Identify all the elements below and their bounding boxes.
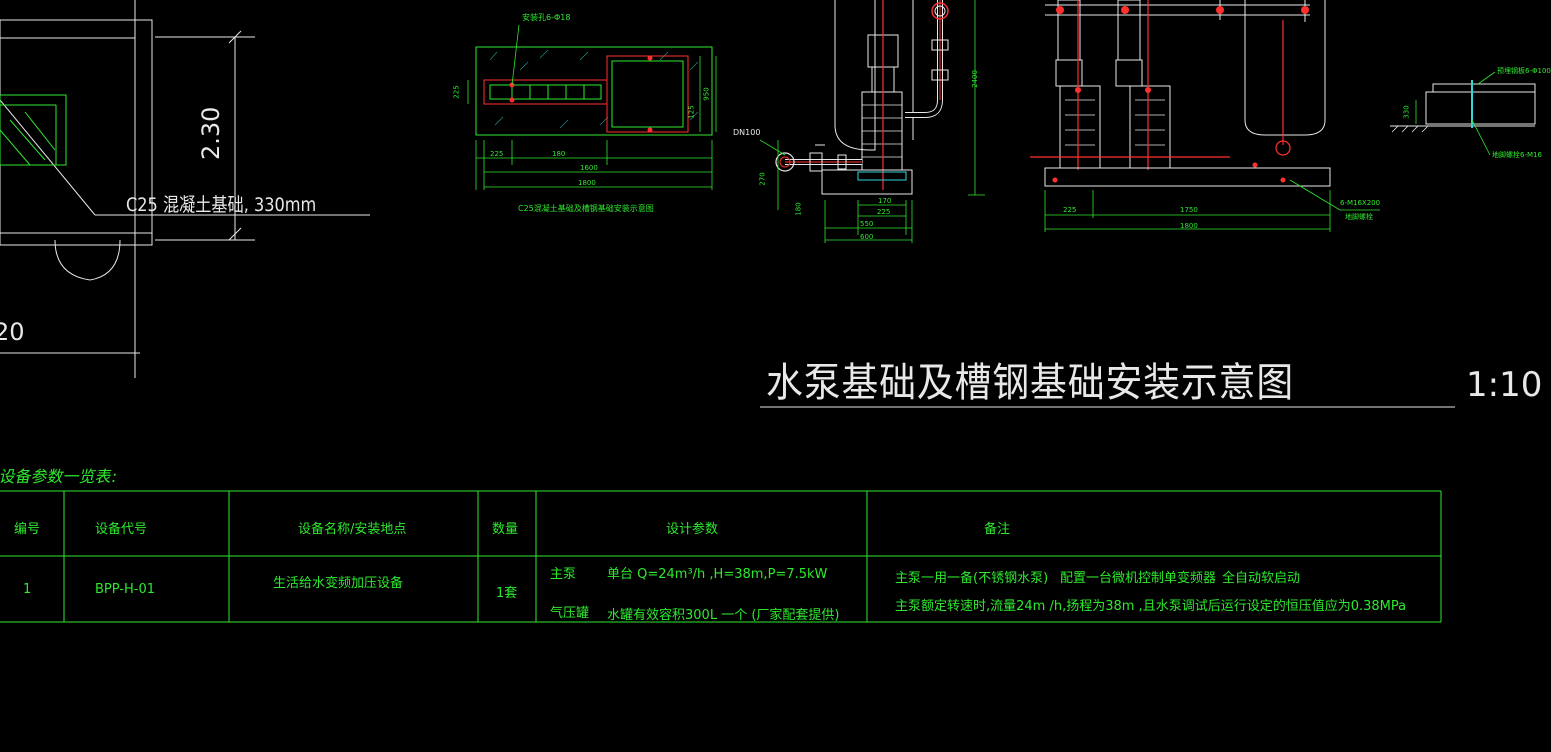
row-remark1a: 主泵一用一备(不锈钢水泵) xyxy=(895,571,1049,586)
pipe-size-label: DN100 xyxy=(733,128,761,137)
detail-b-pump-elevation xyxy=(759,0,985,243)
row-param1-label: 主泵 xyxy=(550,567,577,582)
detail-b-dim: 600 xyxy=(860,233,874,241)
left-height-dimension: 2.30 xyxy=(197,106,225,160)
row-param2-label: 气压罐 xyxy=(550,606,590,621)
detail-c-pumpset-elevation xyxy=(1030,0,1380,232)
row-remark1c: 全自动软启动 xyxy=(1222,571,1301,586)
detail-c-dim: 1800 xyxy=(1180,222,1198,230)
drawing-scale: 1:10 xyxy=(1466,365,1543,405)
detail-a-foundation xyxy=(467,24,717,190)
detail-d-right-section xyxy=(1390,71,1536,156)
detail-b-dim: 550 xyxy=(860,220,874,228)
detail-b-dim: 180 xyxy=(794,202,803,216)
row-no: 1 xyxy=(23,582,32,597)
detail-a-dim: 950 xyxy=(702,87,711,101)
detail-a-caption: C25混凝土基础及槽钢基础安装示意图 xyxy=(518,204,654,213)
left-plan-green-box xyxy=(0,94,67,166)
detail-d-callout-top: 预埋钢板6-Φ100 xyxy=(1497,67,1551,75)
detail-b-dim: 270 xyxy=(758,172,767,186)
detail-d-dim: 330 xyxy=(1402,105,1411,119)
detail-c-dim: 1750 xyxy=(1180,206,1198,214)
left-plan-view xyxy=(0,0,370,378)
row-name: 生活给水变频加压设备 xyxy=(273,576,404,591)
drawing-title: 水泵基础及槽钢基础安装示意图 xyxy=(766,360,1295,406)
table-header-qty: 数量 xyxy=(492,522,519,537)
concrete-foundation-note: C25 混凝土基础, 330mm xyxy=(126,194,317,216)
detail-a-dim: 1600 xyxy=(580,164,598,172)
detail-b-dim: 225 xyxy=(877,208,891,216)
detail-a-dim: 1800 xyxy=(578,179,596,187)
detail-d-callout-bottom: 地脚螺栓6-M16 xyxy=(1492,151,1542,159)
table-header-code: 设备代号 xyxy=(95,522,148,537)
table-title: 设备参数一览表: xyxy=(0,467,120,486)
table-header-params: 设计参数 xyxy=(666,522,719,537)
row-param2-value: 水罐有效容积300L 一个 (厂家配套提供) xyxy=(607,608,840,623)
detail-b-dim: 170 xyxy=(878,197,892,205)
detail-a-dim: 180 xyxy=(552,150,566,158)
detail-c-dim: 225 xyxy=(1063,206,1077,214)
table-header-no: 编号 xyxy=(14,522,41,537)
detail-b-dim: 2400 xyxy=(970,70,979,88)
row-remark2: 主泵额定转速时,流量24m /h,扬程为38m ,且水泵调试后运行设定的恒压值应… xyxy=(895,599,1407,614)
detail-a-dim: 125 xyxy=(687,105,696,119)
detail-a-dim: 225 xyxy=(490,150,504,158)
detail-a-dim: 225 xyxy=(452,85,461,99)
table-header-name: 设备名称/安装地点 xyxy=(298,522,407,537)
row-param1-value: 单台 Q=24m³/h ,H=38m,P=7.5kW xyxy=(607,567,828,582)
row-code: BPP-H-01 xyxy=(95,582,156,597)
table-header-remarks: 备注 xyxy=(984,522,1011,537)
detail-a-hole-callout: 安装孔6-Φ18 xyxy=(522,13,571,22)
bolt-spec-note: 6-M16X200 xyxy=(1340,199,1381,207)
row-remark1b: 配置一台微机控制单变频器 xyxy=(1060,571,1217,586)
equipment-table-grid xyxy=(0,490,1442,623)
bolt-spec-sub: 地脚螺栓 xyxy=(1345,213,1373,221)
row-qty: 1套 xyxy=(496,586,518,601)
left-bottom-dimension: 20 xyxy=(0,318,25,346)
